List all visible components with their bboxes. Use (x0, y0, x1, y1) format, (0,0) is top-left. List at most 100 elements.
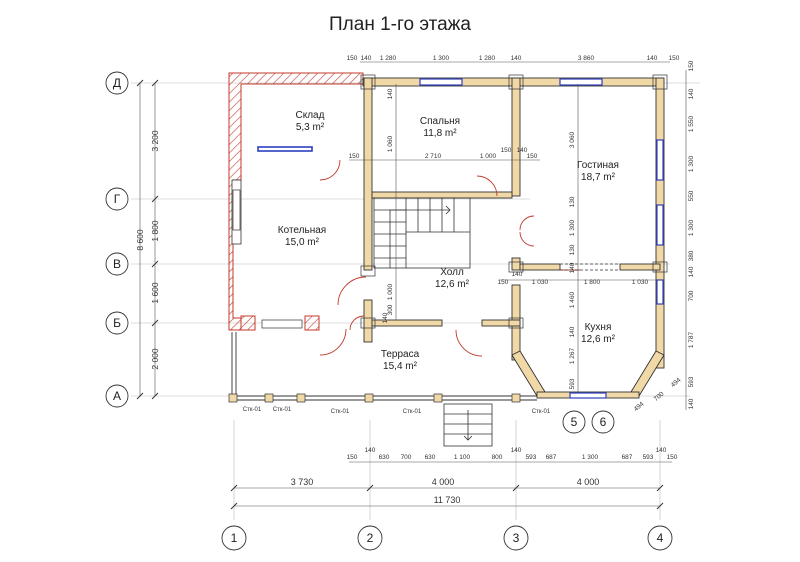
dim-ivl-3: 1 000 (387, 283, 394, 300)
openings (560, 263, 620, 271)
stairs (373, 197, 471, 269)
dim-left-3: 1 600 (150, 282, 160, 304)
dim-ivm-2: 130 (569, 196, 576, 207)
dim-bay-3: 494 (670, 376, 683, 389)
dim-td-6: 140 (511, 55, 522, 62)
dim-bd-6: 1 100 (454, 454, 471, 461)
dim-ih1-2: 2 710 (425, 153, 442, 160)
dim-ivm-1: 3 060 (569, 131, 576, 148)
room-sklad-name: Склад (296, 110, 325, 121)
dimension-ticks (136, 79, 664, 510)
dim-bd-5: 630 (425, 454, 436, 461)
axis-number-4: 4 (657, 531, 664, 545)
dim-bd-10: 687 (546, 454, 557, 461)
dim-ivl-1: 140 (387, 88, 394, 99)
dim-ih1-4: 150 (501, 147, 512, 154)
window-tag-3: Стк-01 (331, 409, 350, 415)
dim-bay-1: 494 (633, 400, 646, 413)
axis-number-3: 3 (513, 531, 520, 545)
room-gostinaya-name: Гостиная (577, 160, 619, 171)
dim-ivm-5: 140 (569, 262, 576, 273)
dim-ih2-2: 1 030 (532, 279, 549, 286)
axis-numbers: 1 2 3 4 5 6 (221, 410, 673, 551)
axis-letter-b: Б (113, 316, 121, 330)
room-holl-area: 12,6 m² (435, 279, 470, 290)
log-corners (360, 74, 668, 329)
dim-rd-1: 150 (688, 60, 695, 71)
dim-ivm-8: 1 267 (569, 347, 576, 364)
axis-letter-a: А (113, 389, 121, 403)
dim-bd-12: 687 (622, 454, 633, 461)
dim-ih2-4: 1 030 (632, 279, 649, 286)
window-tag-4: Стк-01 (403, 409, 422, 415)
dim-bd-3: 630 (379, 454, 390, 461)
windows (232, 78, 664, 399)
dim-left-total: 8 600 (135, 229, 145, 251)
dim-ivm-4: 130 (569, 244, 576, 255)
room-terrasa-area: 15,4 m² (383, 361, 418, 372)
window-tag-5: Стк-01 (532, 409, 551, 415)
dim-rd-2: 140 (688, 88, 695, 99)
dim-ih2-3: 1 800 (584, 279, 601, 286)
axis-grid (131, 82, 700, 520)
dim-left-4: 2 000 (150, 348, 160, 370)
dim-td-3: 1 280 (380, 55, 397, 62)
dim-td-5: 1 280 (479, 55, 496, 62)
dim-bd-13: 593 (643, 454, 654, 461)
room-kotelnaya-name: Котельная (278, 225, 326, 236)
dim-bd-9: 593 (526, 454, 537, 461)
axis-number-1: 1 (231, 531, 238, 545)
dim-ih1-6: 150 (527, 153, 538, 160)
dim-rd-12: 140 (688, 398, 695, 409)
window-tag-1: Стк-01 (243, 407, 262, 413)
room-kuhnya-name: Кухня (585, 322, 612, 333)
dim-left-2: 1 800 (150, 220, 160, 242)
doors (319, 159, 580, 357)
porch-steps (443, 403, 493, 447)
axis-extra-5: 5 (571, 415, 578, 429)
room-terrasa-name: Терраса (381, 349, 420, 360)
axis-number-2: 2 (367, 531, 374, 545)
room-gostinaya-area: 18,7 m² (581, 172, 616, 183)
dim-ih2-5: 140 (512, 271, 523, 278)
dim-bd-1: 150 (347, 454, 358, 461)
page-title: План 1-го этажа (329, 14, 471, 35)
dim-ih1-1: 150 (349, 153, 360, 160)
dim-rd-10: 1 787 (688, 331, 695, 348)
dim-rd-7: 380 (688, 250, 695, 261)
dim-rd-11: 593 (688, 376, 695, 387)
room-sklad-area: 5,3 m² (296, 122, 325, 133)
dim-bd-15: 150 (667, 454, 678, 461)
dim-bd-2: 140 (365, 447, 376, 454)
dim-rd-3: 1 550 (688, 115, 695, 132)
dim-rd-4: 1 300 (688, 155, 695, 172)
dim-ivl-4: 140 (382, 312, 389, 323)
axis-letter-g: Г (114, 192, 121, 206)
window-tag-2: Стк-01 (273, 407, 292, 413)
dim-ivm-6: 1 460 (569, 291, 576, 308)
axis-letter-v: В (113, 257, 121, 271)
dim-left-1: 3 200 (150, 130, 160, 152)
dim-rd-6: 1 300 (688, 219, 695, 236)
room-spalnya-name: Спальня (420, 116, 460, 127)
dim-ih1-5: 140 (517, 147, 528, 154)
room-kuhnya-area: 12,6 m² (581, 334, 616, 345)
terrace-posts (228, 393, 521, 403)
dim-ivm-7: 140 (569, 326, 576, 337)
dim-rd-9: 700 (688, 290, 695, 301)
dim-td-9: 150 (669, 55, 680, 62)
dimension-lines (139, 61, 687, 507)
dim-ivl-5: 300 (387, 304, 394, 315)
dim-bd-14: 140 (656, 447, 667, 454)
dim-td-4: 1 300 (433, 55, 450, 62)
axis-letter-d: Д (113, 76, 121, 90)
dim-td-1: 150 (347, 55, 358, 62)
dim-rd-5: 550 (688, 190, 695, 201)
dim-td-7: 3 860 (578, 55, 595, 62)
dim-bottom-total: 11 730 (434, 495, 461, 505)
dim-ivm-9: 593 (569, 378, 576, 389)
dim-ih1-3: 1 000 (480, 153, 497, 160)
dim-ivl-2: 1 060 (387, 135, 394, 152)
dim-td-8: 140 (647, 55, 658, 62)
